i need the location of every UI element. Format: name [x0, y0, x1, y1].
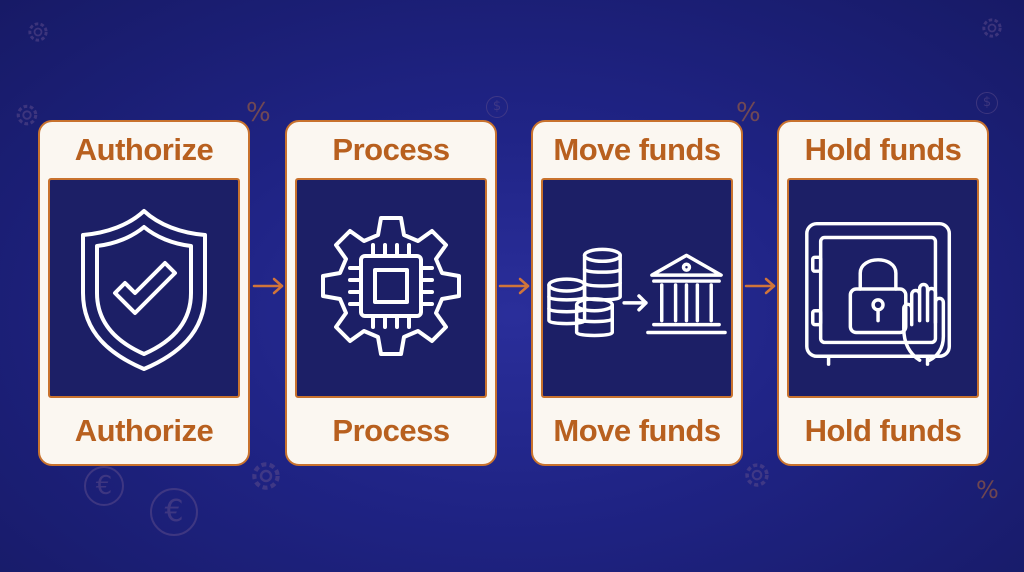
step-caption: Hold funds [804, 413, 962, 448]
euro-deco-2: € [150, 488, 198, 536]
percent-deco-2: % [736, 98, 761, 128]
step-icon-panel [787, 178, 979, 398]
dollar-deco-1: $ [486, 96, 508, 118]
arrow-right-icon [744, 277, 776, 295]
step-title: Move funds [553, 132, 721, 167]
step-caption: Authorize [74, 413, 214, 448]
gear-deco-3 [252, 462, 280, 490]
coins-to-bank-icon [547, 247, 727, 338]
step-icon-panel [48, 178, 240, 398]
step-card-hold-funds: Hold funds Hold funds [777, 120, 989, 466]
gear-deco-4 [745, 463, 769, 487]
arrow-right-icon [498, 277, 530, 295]
shield-check-icon [81, 209, 207, 371]
step-icon-panel [541, 178, 733, 398]
gear-chip-icon [321, 216, 461, 356]
euro-deco-1: € [84, 466, 124, 506]
step-card-move-funds: Move funds Move funds [531, 120, 743, 466]
dollar-deco-2: $ [976, 92, 998, 114]
gear-deco-2 [16, 104, 38, 126]
step-card-authorize: Authorize Authorize [38, 120, 250, 466]
percent-deco-3: % [976, 476, 999, 504]
gear-deco-1 [28, 22, 48, 42]
step-card-process: Process Process [285, 120, 497, 466]
arrow-right-icon [252, 277, 284, 295]
step-caption: Move funds [553, 413, 721, 448]
safe-lock-hand-icon [805, 221, 952, 366]
percent-deco-1: % [246, 98, 271, 128]
gear-deco-5 [982, 18, 1002, 38]
step-title: Process [332, 132, 450, 167]
step-title: Authorize [74, 132, 214, 167]
step-icon-panel [295, 178, 487, 398]
step-title: Hold funds [804, 132, 962, 167]
step-caption: Process [332, 413, 450, 448]
